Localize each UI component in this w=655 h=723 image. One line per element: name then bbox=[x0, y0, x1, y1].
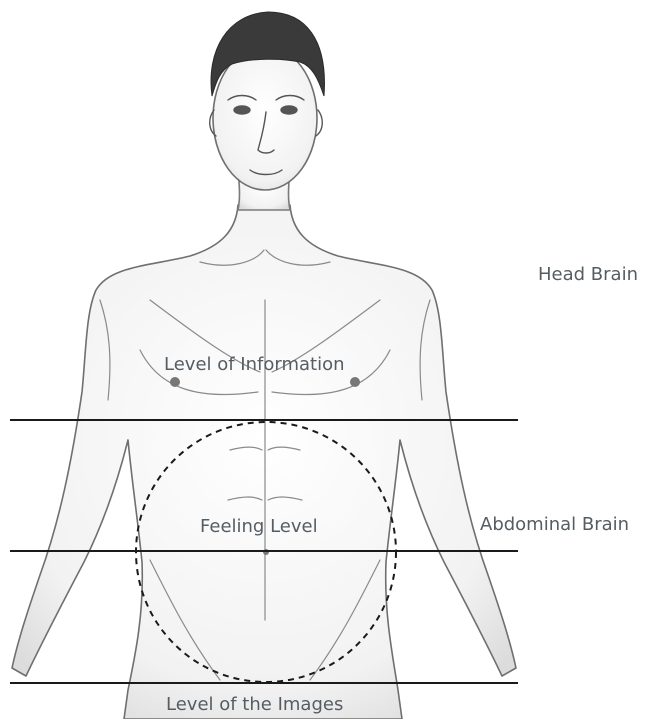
body-sketch bbox=[12, 46, 520, 719]
level-of-information-label: Level of Information bbox=[164, 356, 345, 374]
level-of-the-images-label: Level of the Images bbox=[166, 696, 343, 714]
abdominal-brain-label: Abdominal Brain bbox=[480, 516, 629, 534]
feeling-level-label: Feeling Level bbox=[200, 518, 318, 536]
head-brain-label: Head Brain bbox=[538, 266, 638, 284]
